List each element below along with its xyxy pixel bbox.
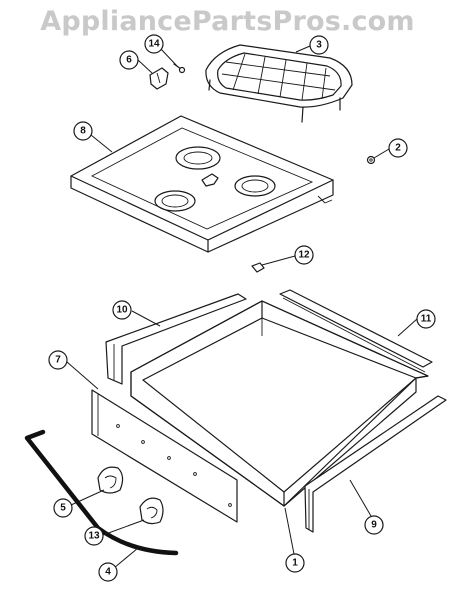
callout-label: 13 [88, 531, 100, 542]
callout-14[interactable]: 14 [144, 34, 164, 54]
front-trim-part[interactable] [304, 395, 447, 533]
callout-label: 9 [371, 520, 377, 531]
nut-part[interactable] [366, 155, 376, 165]
knob-part-2[interactable] [139, 497, 164, 525]
cooktop-part[interactable] [70, 115, 334, 253]
callout-label: 5 [60, 503, 66, 514]
knob-part[interactable] [97, 466, 124, 494]
grate-part[interactable] [205, 44, 353, 123]
callout-1[interactable]: 1 [285, 553, 305, 573]
callout-3[interactable]: 3 [309, 35, 329, 55]
callout-7[interactable]: 7 [48, 350, 68, 370]
callout-11[interactable]: 11 [416, 309, 436, 329]
bracket-part[interactable] [149, 67, 169, 90]
callout-2[interactable]: 2 [388, 138, 408, 158]
callout-label: 12 [298, 250, 310, 261]
watermark: AppliancePartsPros.com [40, 6, 415, 37]
callout-8[interactable]: 8 [73, 121, 93, 141]
callout-4[interactable]: 4 [98, 562, 118, 582]
callout-13[interactable]: 13 [84, 526, 104, 546]
callout-label: 11 [421, 314, 432, 325]
screw-part[interactable] [173, 63, 186, 74]
callout-label: 1 [292, 558, 298, 569]
callout-12[interactable]: 12 [294, 245, 314, 265]
leader-lines [66, 45, 418, 569]
callout-label: 6 [126, 55, 132, 66]
callout-5[interactable]: 5 [53, 498, 73, 518]
callout-label: 14 [148, 39, 160, 50]
drawer-body-part[interactable] [130, 300, 429, 507]
clip-part[interactable] [251, 262, 265, 273]
callout-label: 7 [55, 355, 61, 366]
callout-label: 8 [80, 126, 86, 137]
right-trim-part[interactable] [279, 289, 433, 373]
callout-label: 4 [105, 567, 111, 578]
callout-label: 3 [316, 40, 322, 51]
callout-10[interactable]: 10 [112, 300, 132, 320]
callout-6[interactable]: 6 [119, 50, 139, 70]
callout-9[interactable]: 9 [364, 515, 384, 535]
callout-label: 10 [116, 305, 128, 316]
callout-label: 2 [395, 143, 401, 154]
front-panel-part[interactable] [91, 389, 238, 523]
left-trim-part[interactable] [105, 293, 247, 385]
